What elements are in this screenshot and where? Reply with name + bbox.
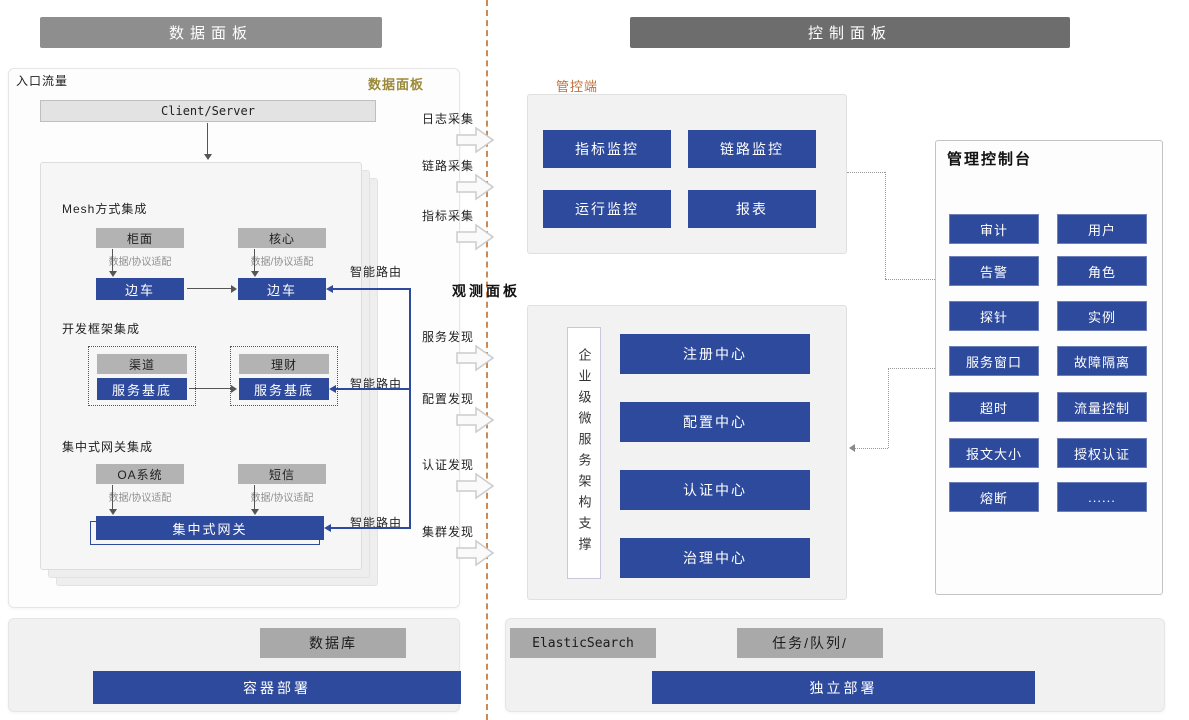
route-arrowhead-2 — [329, 385, 336, 393]
data-panel-header: 数据面板 — [40, 17, 382, 48]
wealth-node: 理财 — [239, 354, 329, 374]
service-panel-vertical-label-box: 企业级微服务架构支撑 — [567, 327, 601, 579]
client-server-down-arrow — [204, 123, 212, 160]
registry-center-node: 注册中心 — [620, 334, 810, 374]
route-line-1 — [333, 288, 410, 290]
governance-center-node: 治理中心 — [620, 538, 810, 578]
flow-label-config-discovery: 配置发现 — [422, 392, 475, 406]
database-node: 数据库 — [260, 628, 406, 658]
flow-arrow-icon — [456, 173, 494, 201]
flow-label-auth-discovery: 认证发现 — [422, 458, 475, 472]
route-line-3 — [331, 527, 410, 529]
flow-label-trace-collect: 链路采集 — [422, 159, 475, 173]
monitor-to-console-connector-v — [885, 172, 886, 279]
flow-label-service-discovery: 服务发现 — [422, 330, 475, 344]
console-to-service-connector-h1 — [888, 368, 935, 369]
container-deploy-bar: 容器部署 — [93, 671, 461, 704]
gateway-right-adapter-label: 数据/协议适配 — [250, 493, 314, 504]
task-queue-node: 任务/队列/ — [737, 628, 883, 658]
console-btn-alert: 告警 — [949, 256, 1039, 286]
report-node: 报表 — [688, 190, 816, 228]
console-btn-instance: 实例 — [1057, 301, 1147, 331]
console-to-service-arrowhead — [849, 444, 855, 452]
route-line-2 — [336, 388, 410, 390]
elasticsearch-node: ElasticSearch — [510, 628, 656, 658]
flow-label-metric-collect: 指标采集 — [422, 209, 475, 223]
mesh-section-title: Mesh方式集成 — [62, 202, 148, 216]
channel-node: 渠道 — [97, 354, 187, 374]
sms-node: 短信 — [238, 464, 326, 484]
service-base-left: 服务基底 — [97, 378, 187, 400]
flow-arrow-icon — [456, 223, 494, 251]
monitor-panel — [527, 94, 847, 254]
console-title: 管理控制台 — [947, 151, 1033, 168]
sidecar-node-left: 边车 — [96, 278, 184, 300]
control-panel-header: 控制面板 — [630, 17, 1070, 48]
console-to-service-connector-v — [888, 368, 889, 448]
client-server-box: Client/Server — [40, 100, 376, 122]
oa-to-gateway-arrow — [109, 485, 117, 515]
route-arrowhead-3 — [324, 524, 331, 532]
metric-monitor-node: 指标监控 — [543, 130, 671, 168]
monitor-panel-label: 管控端 — [556, 79, 599, 94]
console-btn-authorization: 授权认证 — [1057, 438, 1147, 468]
observe-panel-title: 观测面板 — [452, 283, 520, 299]
smart-route-label-3: 智能路由 — [350, 516, 403, 530]
flow-arrow-icon — [456, 539, 494, 567]
service-base-right: 服务基底 — [239, 378, 329, 400]
flow-arrow-icon — [456, 472, 494, 500]
console-btn-role: 角色 — [1057, 256, 1147, 286]
monitor-to-console-connector-h1 — [847, 172, 885, 173]
console-btn-probe: 探针 — [949, 301, 1039, 331]
trace-monitor-node: 链路监控 — [688, 130, 816, 168]
console-btn-fault-isolation: 故障隔离 — [1057, 346, 1147, 376]
counter-node: 柜面 — [96, 228, 184, 248]
control-panel-header-label: 控制面板 — [807, 25, 892, 42]
service-panel-vertical-label: 企业级微服务架构支撑 — [576, 348, 592, 558]
console-btn-message-size: 报文大小 — [949, 438, 1039, 468]
console-to-service-connector-h2 — [855, 448, 888, 449]
flow-label-log-collect: 日志采集 — [422, 112, 475, 126]
framework-group-right — [230, 346, 338, 406]
core-node: 核心 — [238, 228, 326, 248]
core-to-sidecar-arrow — [251, 249, 259, 277]
console-btn-flow-control: 流量控制 — [1057, 392, 1147, 422]
flow-label-cluster-discovery: 集群发现 — [422, 525, 475, 539]
entry-traffic-label: 入口流量 — [16, 74, 69, 88]
standalone-deploy-bar: 独立部署 — [652, 671, 1035, 704]
console-btn-circuit-break: 熔断 — [949, 482, 1039, 512]
centralized-gateway-bar: 集中式网关 — [96, 516, 324, 540]
gateway-left-adapter-label: 数据/协议适配 — [108, 493, 172, 504]
console-btn-timeout: 超时 — [949, 392, 1039, 422]
mesh-left-adapter-label: 数据/协议适配 — [108, 257, 172, 268]
data-panel-corner-label: 数据面板 — [368, 77, 425, 92]
gateway-section-title: 集中式网关集成 — [62, 440, 154, 454]
oa-system-node: OA系统 — [96, 464, 184, 484]
console-btn-more: ...... — [1057, 482, 1147, 512]
data-panel-header-label: 数据面板 — [168, 25, 253, 42]
mesh-right-adapter-label: 数据/协议适配 — [250, 257, 314, 268]
route-arrowhead-1 — [326, 285, 333, 293]
flow-arrow-icon — [456, 126, 494, 154]
service-base-link-arrow — [189, 385, 237, 393]
auth-center-node: 认证中心 — [620, 470, 810, 510]
framework-group-left — [88, 346, 196, 406]
smart-route-label-2: 智能路由 — [350, 377, 403, 391]
sidecar-node-right: 边车 — [238, 278, 326, 300]
route-bus-line — [409, 288, 411, 529]
smart-route-label-1: 智能路由 — [350, 265, 403, 279]
monitor-to-console-connector-h2 — [885, 279, 935, 280]
config-center-node: 配置中心 — [620, 402, 810, 442]
counter-to-sidecar-arrow — [109, 249, 117, 277]
runtime-monitor-node: 运行监控 — [543, 190, 671, 228]
console-btn-user: 用户 — [1057, 214, 1147, 244]
console-btn-audit: 审计 — [949, 214, 1039, 244]
console-btn-service-window: 服务窗口 — [949, 346, 1039, 376]
sidecar-link-arrow — [187, 285, 237, 293]
sms-to-gateway-arrow — [251, 485, 259, 515]
flow-arrow-icon — [456, 406, 494, 434]
framework-section-title: 开发框架集成 — [62, 322, 141, 336]
flow-arrow-icon — [456, 344, 494, 372]
